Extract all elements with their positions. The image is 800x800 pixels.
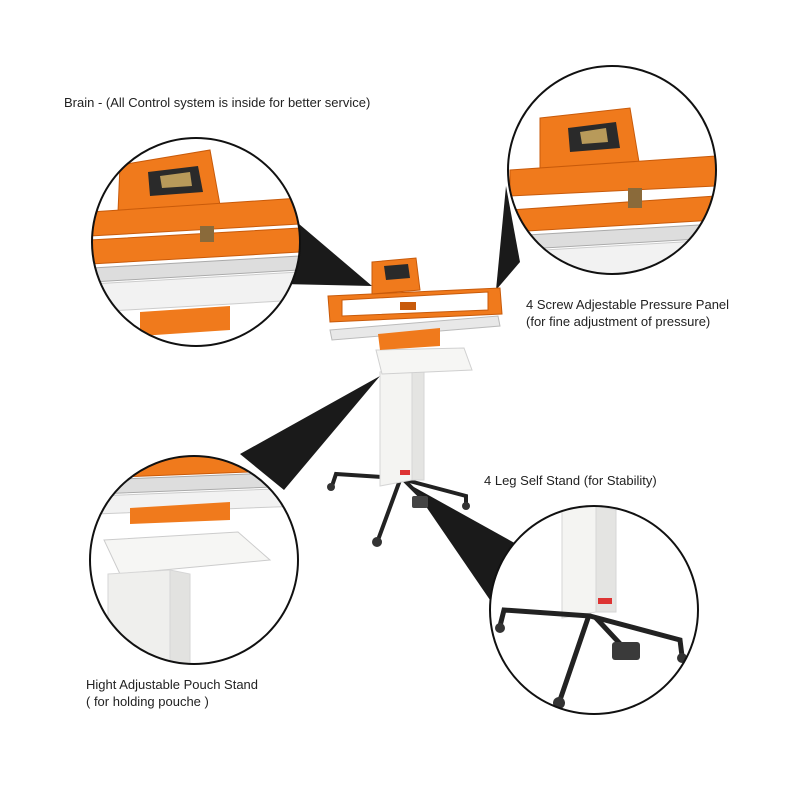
label-pouch-stand: Hight Adjustable Pouch Stand ( for holdi… xyxy=(86,676,258,710)
label-stand-text: 4 Leg Self Stand (for Stability) xyxy=(484,473,657,488)
callout-pointer-brain xyxy=(282,218,372,286)
label-screw-panel: 4 Screw Adjestable Pressure Panel (for f… xyxy=(526,296,729,330)
foot-pedal xyxy=(412,496,428,508)
detail-circle-stand xyxy=(489,505,699,715)
sealing-bar xyxy=(329,315,501,341)
pouch-table xyxy=(375,347,473,375)
detail-circle-brain xyxy=(91,137,301,347)
pressure-panel xyxy=(327,287,503,323)
label-brain: Brain - (All Control system is inside fo… xyxy=(64,94,370,111)
label-pouch-line2: ( for holding pouche ) xyxy=(86,694,209,709)
label-brain-text: Brain - (All Control system is inside fo… xyxy=(64,95,371,110)
label-screw-line2: (for fine adjustment of pressure) xyxy=(526,314,711,329)
label-pouch-line1: Hight Adjustable Pouch Stand xyxy=(86,677,259,692)
callout-pointer-stand xyxy=(412,486,520,600)
detail-circle-pouch-stand xyxy=(89,455,299,665)
control-box xyxy=(371,257,421,295)
label-screw-line1: 4 Screw Adjestable Pressure Panel xyxy=(526,297,730,312)
machine-column xyxy=(379,361,413,487)
callout-pointer-pouch xyxy=(240,376,380,490)
label-leg-stand: 4 Leg Self Stand (for Stability) xyxy=(484,472,657,489)
callout-pointer-screw xyxy=(496,186,520,290)
detail-circle-screw xyxy=(507,65,717,275)
machine xyxy=(327,257,503,547)
